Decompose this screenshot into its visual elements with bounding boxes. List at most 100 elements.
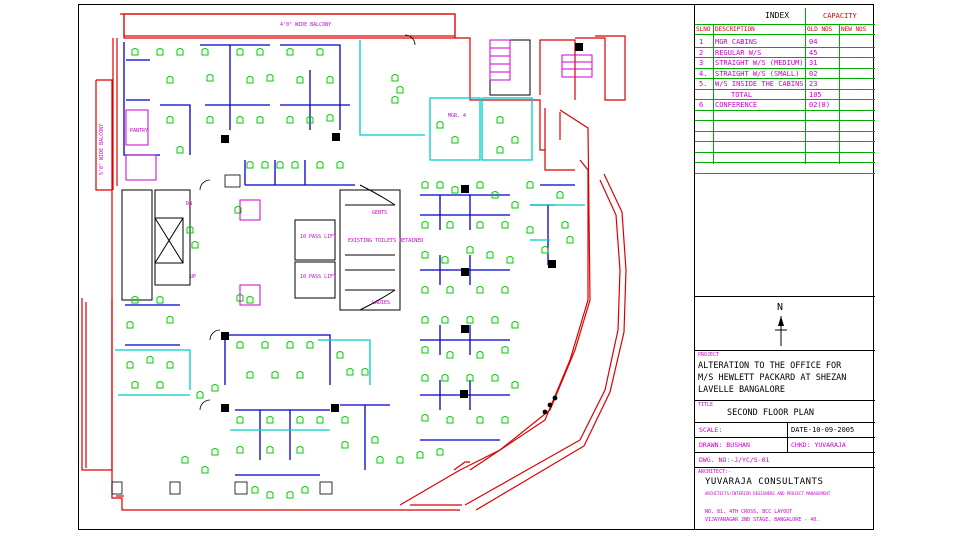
- chair: [256, 48, 264, 56]
- chair: [466, 374, 474, 382]
- col-new-nos: NEW NOS: [841, 26, 867, 33]
- capacity-header: CAPACITY: [823, 12, 857, 20]
- chair: [146, 356, 154, 364]
- chair: [236, 416, 244, 424]
- index-row-slno: 3: [699, 59, 704, 67]
- core-walls: [121, 39, 531, 311]
- architect-address-2: VIJAYANAGAR 2nd STAGE, BANGALORE - 40.: [705, 517, 820, 523]
- chair: [511, 136, 519, 144]
- chair: [246, 161, 254, 169]
- scale-label: SCALE:: [699, 426, 723, 434]
- chair: [556, 191, 564, 199]
- chair: [446, 221, 454, 229]
- chair: [181, 456, 189, 464]
- chair: [526, 181, 534, 189]
- chair: [291, 161, 299, 169]
- architect-name: YUVARAJA CONSULTANTS: [705, 477, 824, 487]
- architect-label: ARCHITECT:-: [698, 469, 732, 475]
- chair: [156, 296, 164, 304]
- title-label: TITLE: [698, 402, 714, 408]
- index-row-description: MGR CABINS: [715, 38, 758, 46]
- index-row-slno: 6: [699, 101, 704, 109]
- ladies-label: LADIES: [372, 300, 390, 306]
- chair: [326, 76, 334, 84]
- chair: [441, 374, 449, 382]
- chair: [251, 486, 259, 494]
- gents-label: GENTS: [372, 210, 387, 216]
- chair: [126, 361, 134, 369]
- chair: [286, 341, 294, 349]
- chair: [246, 371, 254, 379]
- chair: [276, 161, 284, 169]
- project-line-1: ALTERATION TO THE OFFICE FOR: [698, 361, 842, 371]
- chair: [336, 351, 344, 359]
- chair: [511, 381, 519, 389]
- chair: [451, 186, 459, 194]
- project-label: PROJECT: [698, 352, 720, 358]
- architect-tagline: ARCHITECTS/INTERIOR DESIGNERS AND PROJEC…: [705, 491, 831, 496]
- chair: [131, 381, 139, 389]
- project-line-3: LAVELLE BANGALORE: [698, 385, 785, 395]
- chair: [306, 116, 314, 124]
- chair: [166, 361, 174, 369]
- chair: [541, 246, 549, 254]
- index-row-slno: 5.: [699, 80, 708, 88]
- chair: [211, 384, 219, 392]
- chair: [561, 221, 569, 229]
- chair: [466, 316, 474, 324]
- chair: [271, 371, 279, 379]
- chair: [421, 221, 429, 229]
- chair: [436, 448, 444, 456]
- chair: [156, 381, 164, 389]
- chair: [316, 161, 324, 169]
- chair: [501, 416, 509, 424]
- chair: [341, 441, 349, 449]
- chair: [396, 86, 404, 94]
- drawing-sheet-border: [78, 4, 874, 530]
- chair: [191, 241, 199, 249]
- index-row-slno: 1: [699, 38, 704, 46]
- chair: [476, 181, 484, 189]
- north-label: N: [777, 302, 784, 313]
- chair: [491, 191, 499, 199]
- pantry-label: PANTRY: [130, 128, 148, 134]
- stair-dn-label: DN: [186, 201, 192, 207]
- chair: [526, 226, 534, 234]
- chair: [476, 221, 484, 229]
- chair: [466, 246, 474, 254]
- chair: [266, 416, 274, 424]
- chair: [176, 48, 184, 56]
- index-row-description: STRAIGHT W/S (SMALL): [715, 69, 800, 78]
- chair: [206, 74, 214, 82]
- chair: [236, 48, 244, 56]
- glass-partitions: [115, 40, 585, 431]
- index-row-slno: 4.: [699, 69, 708, 78]
- col-slno: SLNO: [696, 26, 711, 33]
- chair: [501, 221, 509, 229]
- chair: [496, 116, 504, 124]
- chair: [236, 341, 244, 349]
- chair: [391, 96, 399, 104]
- chair: [246, 296, 254, 304]
- chair: [166, 76, 174, 84]
- chair: [166, 116, 174, 124]
- balcony-left-label: 5'0" WIDE BALCONY: [99, 124, 105, 175]
- chair: [436, 181, 444, 189]
- chair: [301, 486, 309, 494]
- chair: [491, 316, 499, 324]
- chair: [201, 466, 209, 474]
- plan-labels: 4'0" WIDE BALCONY 5'0" WIDE BALCONY PANT…: [99, 22, 466, 306]
- chair: [451, 136, 459, 144]
- chair: [376, 456, 384, 464]
- chair: [491, 374, 499, 382]
- index-row-description: REGULAR W/S: [715, 48, 762, 57]
- checked-label: CHKD: YUVARAJA: [791, 441, 846, 449]
- index-row-old-nos: 23: [809, 80, 818, 88]
- chair: [421, 251, 429, 259]
- chair: [421, 346, 429, 354]
- index-title: INDEX: [765, 11, 790, 20]
- chair: [441, 256, 449, 264]
- chair: [296, 446, 304, 454]
